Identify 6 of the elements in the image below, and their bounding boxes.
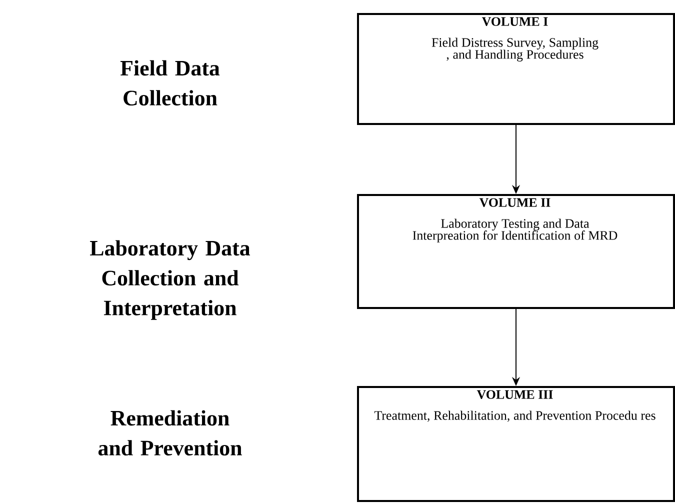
volume-box: VOLUME I Field Distress Survey, Sampling , and Handling Procedures	[357, 13, 675, 125]
volume-box: VOLUME III Treatment, Rehabilitation, and Prevention Procedu res	[357, 386, 675, 502]
stage-label: Field Data Collection	[120, 60, 220, 106]
volume-box: VOLUME II Laboratory Testing and Data Interpreation for Identification of MRD	[357, 194, 675, 309]
stage-label: Remediation and Prevention	[98, 410, 242, 456]
stage-label: Laboratory Data Collection and Interpretation	[90, 240, 250, 320]
